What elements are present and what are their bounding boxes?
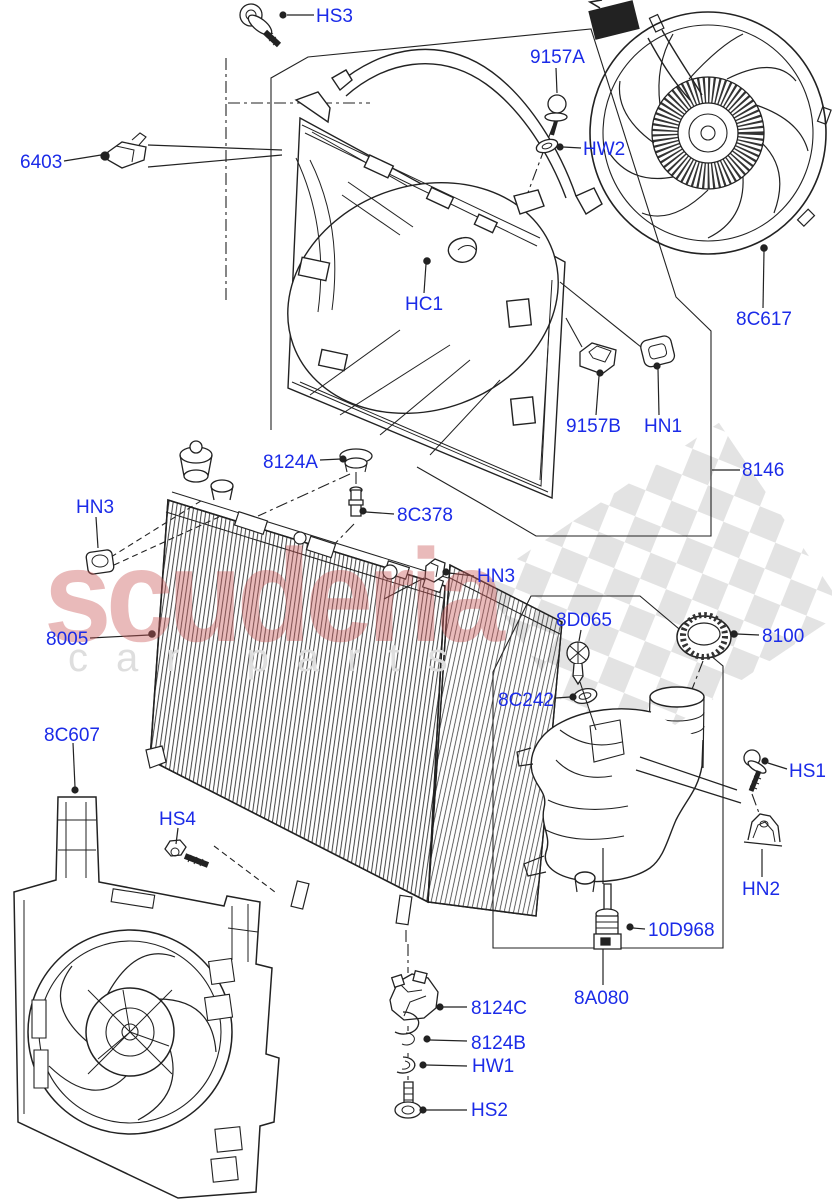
mount-stack-drawing [390, 971, 438, 1118]
hw2-washer-drawing [535, 137, 560, 155]
part-label-hw2[interactable]: HW2 [583, 139, 626, 160]
part-label-8a080[interactable]: 8A080 [574, 988, 629, 1009]
part-label-9157b[interactable]: 9157B [566, 416, 621, 437]
hn3-nut-drawing [86, 549, 115, 574]
hs1-screw-drawing [744, 750, 768, 791]
part-label-hc1[interactable]: HC1 [405, 294, 444, 315]
fan-shroud-drawing [255, 49, 602, 498]
part-label-8146[interactable]: 8146 [742, 460, 785, 481]
part-label-8c242[interactable]: 8C242 [498, 690, 554, 711]
part-label-8124b[interactable]: 8124B [471, 1033, 526, 1054]
part-label-hn3-b[interactable]: HN3 [477, 566, 516, 587]
part-label-8d065[interactable]: 8D065 [556, 610, 612, 631]
checkered-flag-watermark [481, 422, 832, 771]
hn3-clip-drawing [384, 559, 445, 599]
radiator-drawing [146, 441, 562, 925]
part-label-8c378[interactable]: 8C378 [397, 505, 453, 526]
valve-8d065-drawing [567, 642, 598, 730]
part-label-8100[interactable]: 8100 [762, 626, 805, 647]
hn1-grommet-drawing [560, 282, 676, 368]
part-label-8124c[interactable]: 8124C [471, 998, 527, 1019]
part-label-hn2[interactable]: HN2 [742, 879, 781, 900]
pin-8c378-drawing [349, 487, 363, 516]
part-label-8005[interactable]: 8005 [46, 629, 89, 650]
part-label-hs1[interactable]: HS1 [789, 761, 826, 782]
cap-8124a-drawing [340, 449, 372, 472]
bracket-9157b-drawing [566, 318, 616, 374]
part-label-hw1[interactable]: HW1 [472, 1056, 515, 1077]
dash-dot-lines [226, 58, 759, 1080]
lower-fan-shroud-drawing [14, 797, 279, 1198]
pin-9157a-drawing [545, 95, 567, 135]
part-label-hs4[interactable]: HS4 [159, 809, 196, 830]
part-label-hs3[interactable]: HS3 [316, 6, 353, 27]
part-label-10d968[interactable]: 10D968 [648, 920, 715, 941]
part-label-hn1[interactable]: HN1 [644, 416, 683, 437]
part-label-hs2[interactable]: HS2 [471, 1100, 508, 1121]
hs3-bolt-drawing [240, 4, 279, 45]
shroud-region-boundary [271, 29, 711, 536]
part-label-hn3-a[interactable]: HN3 [76, 497, 115, 518]
hn2-clip-drawing [744, 814, 782, 846]
part-label-8124a[interactable]: 8124A [263, 452, 318, 473]
tank-inset-box [493, 596, 723, 948]
part-label-9157a[interactable]: 9157A [530, 47, 585, 68]
clip-6403-drawing [101, 133, 146, 168]
sensor-10d968-drawing [594, 884, 621, 949]
part-label-8c607[interactable]: 8C607 [44, 725, 100, 746]
cap-8100-drawing [677, 615, 731, 658]
hs4-bolt-drawing [165, 840, 208, 866]
leader-lines [64, 12, 787, 1113]
boundary-lines [271, 29, 723, 948]
part-label-6403[interactable]: 6403 [20, 152, 63, 173]
hc1-clip-drawing [448, 238, 476, 263]
expansion-tank-drawing [517, 687, 704, 892]
engine-fan-drawing [589, 0, 831, 254]
part-label-8c617[interactable]: 8C617 [736, 309, 792, 330]
